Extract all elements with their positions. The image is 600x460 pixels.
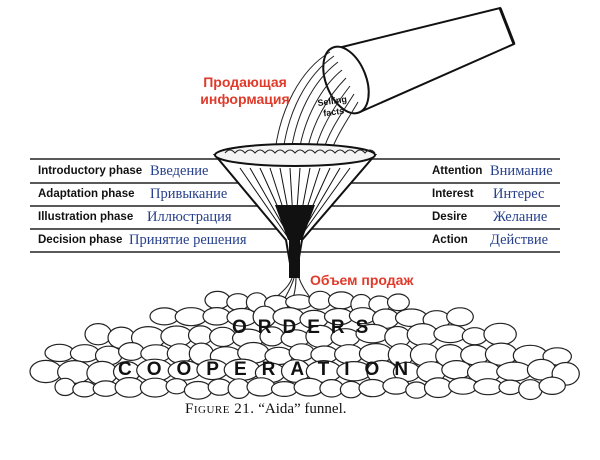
pile-bubble (270, 381, 298, 398)
pile-bubble (518, 379, 543, 401)
phase-en-desire: Desire (432, 211, 468, 223)
phase-ru-decision: Принятие решения (129, 232, 247, 248)
pile-bubble (84, 323, 112, 346)
phase-ru-interest: Интерес (493, 186, 545, 202)
phase-en-decision: Decision phase (38, 234, 123, 246)
figure-caption: Figure 21. “Aida” funnel. (185, 402, 347, 417)
pile-bubble (227, 378, 251, 400)
phase-ru-introductory: Введение (150, 163, 209, 179)
phase-en-interest: Interest (432, 188, 474, 200)
orders-word: ORDERS (232, 317, 380, 338)
pile-bubble (405, 381, 428, 399)
pile-bubble (114, 377, 145, 398)
pile-bubble (433, 324, 467, 344)
selling-facts-pipe (322, 6, 516, 115)
pile-bubble (319, 378, 344, 398)
pile-bubble (293, 377, 325, 397)
pile-bubble (202, 306, 231, 326)
pile-bubble (187, 325, 214, 346)
phase-en-action: Action (432, 234, 468, 246)
phase-ru-illustration: Иллюстрация (147, 209, 232, 225)
pile-bubble (386, 293, 410, 312)
pile-bubble (165, 378, 188, 395)
pile-bubble (483, 322, 517, 346)
pile-bubble (92, 380, 119, 397)
phase-ru-action: Действие (490, 232, 549, 248)
pile-bubble (461, 327, 488, 346)
cooperation-word: COOPERATION (118, 359, 424, 380)
figure-number: Figure 21. (185, 401, 255, 417)
pile-bubble (69, 344, 100, 363)
phase-ru-attention: Внимание (490, 163, 553, 179)
pile-bubble (538, 376, 566, 395)
pile-bubble (473, 378, 504, 396)
pile-bubble (204, 290, 231, 310)
pile-bubble (448, 377, 478, 395)
pile-bubble (207, 378, 232, 396)
phase-ru-adaptation: Привыкание (150, 186, 228, 202)
pile-bubble (358, 378, 387, 398)
phase-en-attention: Attention (432, 165, 483, 177)
pile-bubble (139, 377, 171, 398)
pile-bubble (174, 307, 208, 327)
pile-bubble (441, 359, 472, 380)
selling-info-annotation: Продающая информация (200, 74, 290, 107)
pile-bubble (44, 343, 75, 363)
phase-en-adaptation: Adaptation phase (38, 188, 135, 200)
pile-bubble (246, 377, 276, 397)
phase-en-illustration: Illustration phase (38, 211, 134, 223)
pile-bubble (498, 379, 522, 396)
pile-bubble (29, 359, 63, 384)
phase-ru-desire: Желание (493, 209, 548, 225)
pile-bubble (339, 380, 363, 399)
pile-bubble (382, 377, 410, 395)
funnel (212, 143, 378, 278)
phase-lines (30, 158, 560, 253)
phase-en-introductory: Introductory phase (38, 165, 143, 177)
pile-bubble (406, 323, 439, 347)
figure-title: “Aida” funnel. (258, 401, 347, 417)
sales-volume-annotation: Объем продаж (310, 272, 414, 288)
pile-bubble (423, 377, 453, 399)
pile-bubble (149, 307, 180, 326)
pile-bubble (54, 377, 76, 397)
pile-bubble (446, 307, 474, 327)
pile-bubble (183, 380, 213, 400)
pile-bubble (118, 342, 145, 362)
pile-bubble (496, 361, 533, 382)
pile-bubble (327, 291, 355, 310)
orders-pile (29, 290, 580, 401)
